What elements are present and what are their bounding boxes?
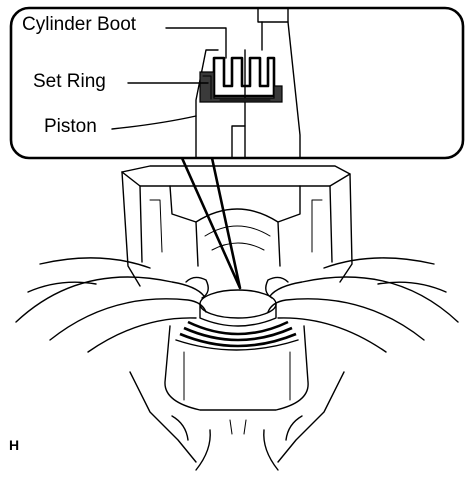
brake-caliper — [121, 165, 353, 411]
label-cylinder-boot: Cylinder Boot — [22, 14, 137, 35]
callout-box — [9, 6, 465, 160]
detail-view — [111, 8, 301, 158]
cylinder-boot-shape — [212, 56, 276, 98]
label-piston: Piston — [44, 116, 97, 137]
callout-pointer — [180, 157, 242, 290]
set-ring-shape — [199, 71, 283, 103]
leader-line-piston — [111, 115, 197, 130]
figure-id-label: H — [9, 437, 20, 453]
hands — [15, 257, 459, 471]
leader-line-cylinder-boot — [165, 27, 227, 59]
label-set-ring: Set Ring — [33, 71, 106, 92]
